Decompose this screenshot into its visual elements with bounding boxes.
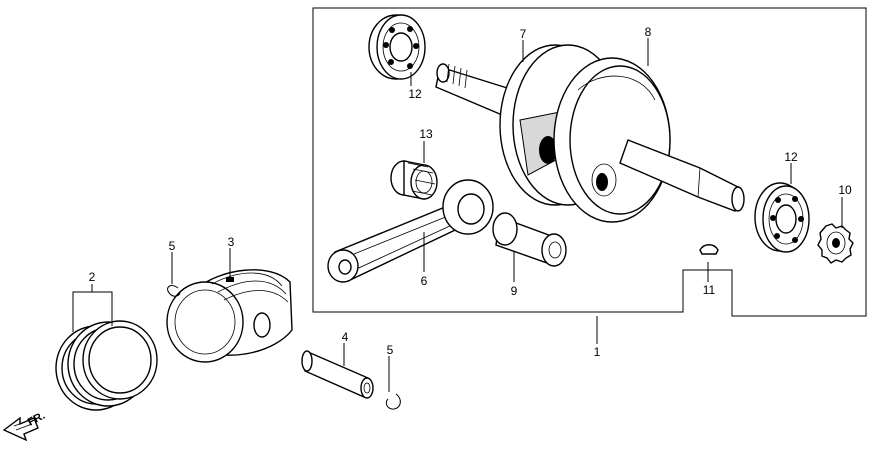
callout-7: 7	[520, 27, 527, 41]
callout-4: 4	[342, 330, 349, 344]
callout-9: 9	[511, 284, 518, 298]
callout-1: 1	[594, 345, 601, 359]
crank-pin-drawing	[492, 212, 567, 267]
callout-10: 10	[838, 183, 852, 197]
piston-pin-clip-upper-drawing	[167, 285, 181, 297]
crankshaft-assembly-frame	[312, 7, 867, 317]
callout-2: 2	[89, 270, 96, 284]
front-arrow-icon	[2, 416, 39, 442]
callout-13: 13	[419, 127, 433, 141]
callout-8: 8	[645, 25, 652, 39]
callout-6: 6	[421, 274, 428, 288]
callout-12-right: 12	[784, 150, 798, 164]
crankshaft-drawing	[435, 44, 745, 223]
callout-11: 11	[703, 283, 716, 297]
bearing-left-drawing	[368, 14, 426, 80]
piston-drawing	[166, 269, 293, 363]
callout-12-left: 12	[408, 87, 422, 101]
piston-pin-drawing	[301, 350, 374, 399]
piston-pin-clip-lower-drawing	[385, 393, 401, 410]
needle-bearing-drawing	[390, 160, 438, 200]
callout-3: 3	[228, 235, 235, 249]
lock-nut-drawing	[817, 223, 854, 264]
piston-rings-drawing	[55, 320, 158, 411]
callout-5-upper: 5	[169, 239, 176, 253]
bearing-right-drawing	[754, 182, 810, 253]
woodruff-key-drawing	[699, 244, 719, 255]
leader-lines	[72, 38, 843, 392]
front-direction-label: FR.	[26, 410, 47, 429]
callout-5-lower: 5	[387, 343, 394, 357]
connecting-rod-drawing	[327, 179, 494, 283]
